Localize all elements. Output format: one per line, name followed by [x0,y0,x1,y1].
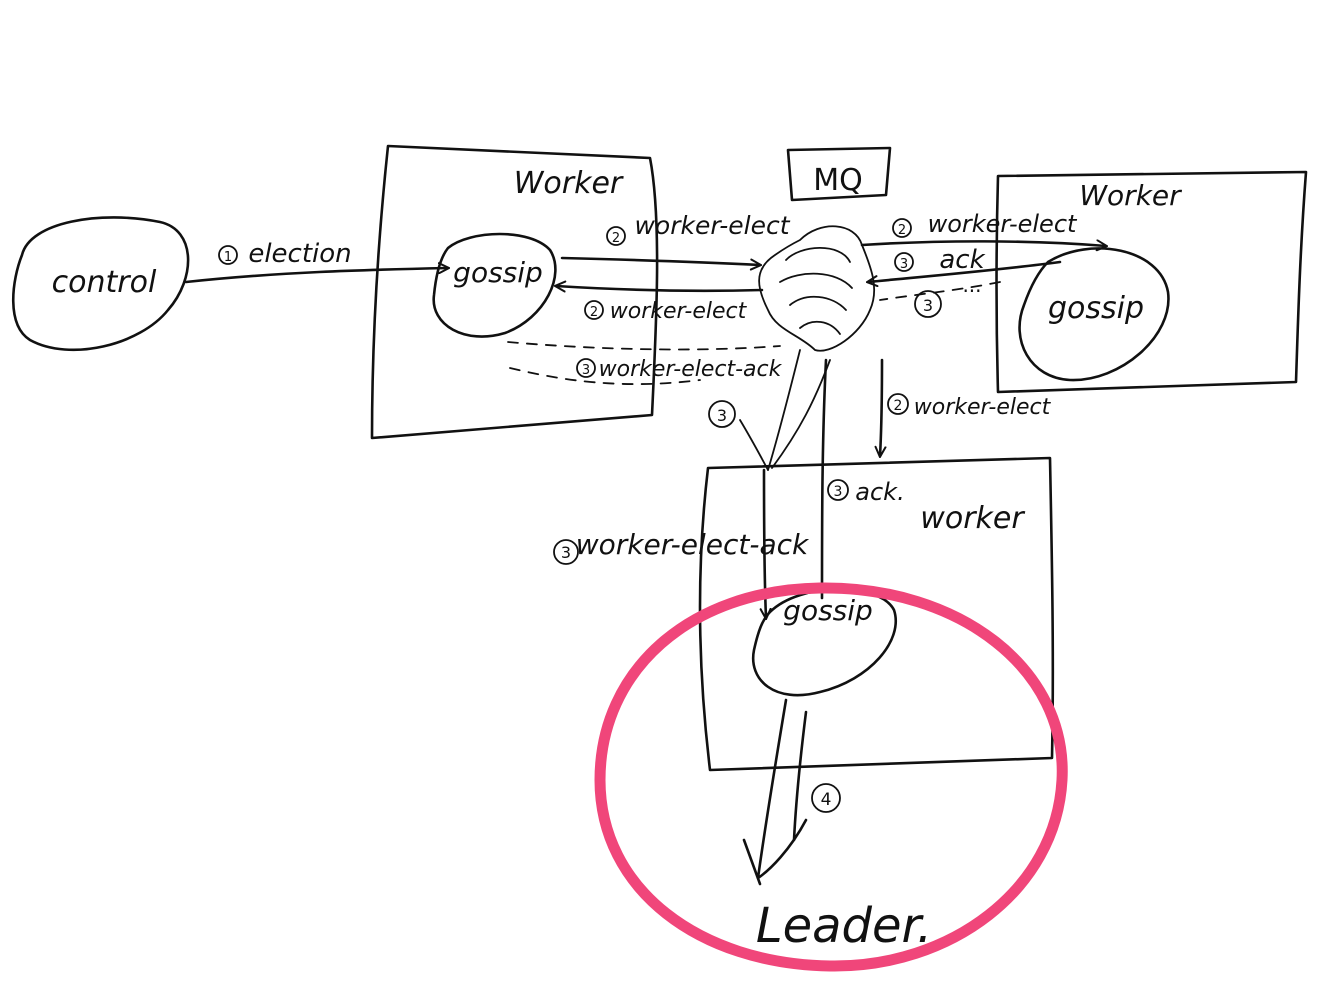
edge-right-ack-dots-label: ... [962,273,981,297]
edge-election-label: election [248,239,351,269]
edge-mq-to-bottom-label: worker-elect [914,395,1052,420]
edge-mq-to-bottom-step: 2 [894,398,903,414]
edge-election-step: 1 [224,250,232,265]
edge-mq-to-right-step: 2 [898,223,906,238]
worker-left: Worker gossip [370,144,659,440]
mq-node: MQ [758,146,892,352]
edge-mq-to-right: 2 worker-elect [860,210,1106,246]
worker-right-gossip: gossip [1048,291,1144,326]
worker-bottom: worker gossip [698,456,1055,772]
edge-bottom-elect-ack-label: worker-elect-ack [576,528,810,561]
edge-mid-step-number: 3 [717,406,727,425]
edge-to-leader: 4 [742,698,841,886]
edge-left-to-mq: 2 worker-elect [560,211,791,265]
edge-bottom-ack-label: ack. [855,478,904,506]
worker-bottom-gossip: gossip [783,594,873,627]
edge-election: 1 election [184,239,448,284]
worker-right: Worker gossip [995,170,1308,394]
edge-mq-to-left: 2 worker-elect [556,286,764,324]
edge-left-ack-label: worker-elect-ack [599,357,783,382]
edge-right-ack-label: ack [939,245,985,275]
edge-right-ack: 3 ack [868,245,1062,282]
edge-bottom-elect-ack-step: 3 [561,543,571,562]
edge-to-leader-step: 4 [821,790,832,810]
edge-left-to-mq-step: 2 [612,231,620,246]
worker-left-gossip: gossip [453,256,543,289]
leader-highlight-ring [594,582,1068,972]
edge-right-ack-dots: 3 ... [879,273,1001,318]
edge-mq-funnel [739,349,831,618]
control-label: control [52,265,157,300]
leader-label: Leader. [756,898,932,954]
edge-mq-to-bottom: 2 worker-elect [880,358,1052,456]
edge-mq-to-left-step: 2 [590,305,598,320]
edge-right-ack-dots-step: 3 [923,296,933,315]
edge-bottom-ack: 3 ack. [827,478,905,506]
edge-right-ack-step: 3 [900,257,908,272]
edge-left-ack-step: 3 [582,363,590,378]
mq-label: MQ [813,163,863,198]
edge-bottom-ack-step: 3 [834,484,843,500]
control-node: control [11,216,190,352]
edge-left-to-mq-label: worker-elect [634,211,790,240]
edge-mid-step: 3 [708,400,736,428]
worker-bottom-title: worker [920,501,1025,536]
edge-mq-to-right-label: worker-elect [928,210,1078,238]
worker-right-title: Worker [1079,179,1182,212]
edge-mq-to-left-label: worker-elect [610,299,748,324]
edge-left-ack: 3 worker-elect-ack [507,341,783,385]
edge-bottom-elect-ack: 3 worker-elect-ack [553,528,810,565]
worker-left-title: Worker [514,166,624,201]
